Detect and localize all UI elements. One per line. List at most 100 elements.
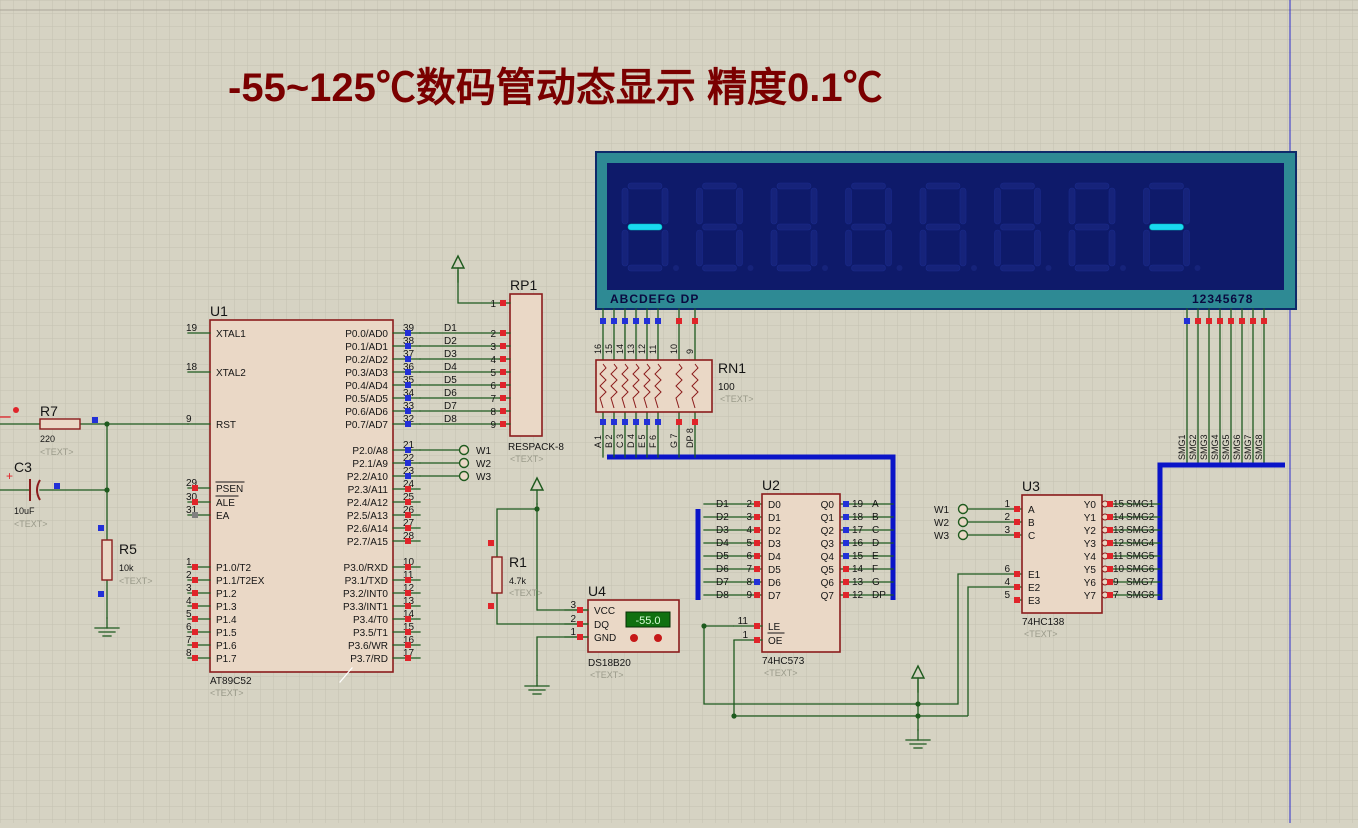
pin-marker [500,369,506,375]
u1-net-label: D7 [444,401,457,412]
u3-decoder[interactable] [1021,494,1103,614]
r5-ref: R5 [119,541,137,557]
u2-pin-name: D0 [768,500,781,511]
pin-marker [192,642,198,648]
u2-net-label: D [872,538,879,549]
u4-decrement-button[interactable] [630,634,638,642]
r1-value: 4.7k [509,576,527,586]
bus-digits [1157,462,1285,600]
rp1-resistor-pack[interactable] [509,293,543,437]
segment [770,229,778,267]
u1-pin-number: 23 [403,466,415,477]
pin-marker [692,318,698,324]
u1-microcontroller[interactable] [209,319,394,673]
u2-ref: U2 [762,477,780,493]
junction-dot [915,713,921,719]
r1-ref: R1 [509,554,527,570]
rn1-text: <TEXT> [720,394,754,404]
u1-pin-name: P0.5/AD5 [345,394,388,405]
digit [770,182,828,272]
u1-pin-number: 30 [186,492,198,503]
pin16-overbar [339,667,353,683]
terminal-w1[interactable] [957,503,969,515]
u2-pin-name: LE [768,622,781,633]
pin-marker [754,540,760,546]
u2-pin-number: 1 [742,630,748,641]
u1-pin-number: 16 [403,635,415,646]
pin-marker [405,603,411,609]
segment [621,229,629,267]
u2-pin-name: OE [768,636,783,647]
u1-pin-name: P2.2/A10 [347,472,389,483]
u3-pin-number: 9 [1113,577,1119,588]
rn1-resistor-network[interactable] [595,359,713,413]
u3-pin-name: E2 [1028,583,1041,594]
pin-marker [1184,318,1190,324]
u3-pin-number: 14 [1113,512,1125,523]
u2-net-label: D6 [716,564,729,575]
segment [627,264,663,272]
u2-net-label: A [872,499,879,510]
terminal-w1[interactable] [458,444,470,456]
terminal-label: W1 [934,505,949,516]
r7-resistor[interactable] [39,418,81,430]
segment [702,223,737,231]
r1-top-wire [496,508,537,557]
pin-marker [1107,514,1113,520]
display-digits [621,182,1201,272]
u1-pin-name: P1.1/T2EX [216,576,265,587]
terminal-w2[interactable] [957,516,969,528]
rn1-resistor-zigzag [610,363,618,409]
rn1-pin-label: DP 8 [685,428,695,448]
u4-increment-button[interactable] [654,634,662,642]
pin-marker [192,577,198,583]
segment [702,182,737,190]
u1-pin-name: P1.0/T2 [216,563,251,574]
terminal-w3[interactable] [957,529,969,541]
segment [885,187,892,225]
u2-net-label: B [872,512,879,523]
rp1-pin-number: 3 [490,342,496,353]
u2-pin-number: 5 [746,538,752,549]
u1-pin-name: P1.5 [216,628,237,639]
terminal-label: W2 [934,518,949,529]
u1-pin-number: 32 [403,414,415,425]
u1-pin-number: 22 [403,453,415,464]
u1-text: <TEXT> [210,688,244,698]
u4-pin-number: 3 [570,600,576,611]
segment [925,264,961,272]
pin-marker [192,512,198,518]
u3-pin-name: A [1028,505,1035,516]
pin-marker [192,603,198,609]
u3-pin-number: 5 [1004,590,1010,601]
pin-marker [192,629,198,635]
rn1-pin-label: D 4 [626,434,636,448]
pin-marker [405,564,411,570]
u1-pin-number: 5 [186,609,192,620]
r5-resistor[interactable] [101,539,113,581]
u2-net-label: D8 [716,590,729,601]
pin-marker [98,591,104,597]
seven-segment-display[interactable]: ABCDEFG DP 12345678 [595,151,1297,310]
terminal-w2[interactable] [458,457,470,469]
rp1-pin-number: 1 [490,299,496,310]
reset-terminal[interactable] [13,407,19,413]
terminal-w3[interactable] [458,470,470,482]
decimal-point [1045,265,1052,271]
u3-pin-number: 4 [1004,577,1010,588]
pin-marker [754,514,760,520]
pin-marker [1014,571,1020,577]
u3-net-label: SMG6 [1126,564,1155,575]
u2-pin-number: 8 [746,577,752,588]
u1-pin-name: RST [216,420,236,431]
u1-pin-number: 6 [186,622,192,633]
u2-pin-name: D6 [768,578,781,589]
u2-latch[interactable] [761,493,841,653]
pin-marker [1107,592,1113,598]
pin-marker [1014,597,1020,603]
u1-pin-name: P1.6 [216,641,237,652]
r1-resistor[interactable] [491,556,503,594]
u1-pin-name: XTAL2 [216,368,246,379]
u1-pin-name: P1.7 [216,654,237,665]
